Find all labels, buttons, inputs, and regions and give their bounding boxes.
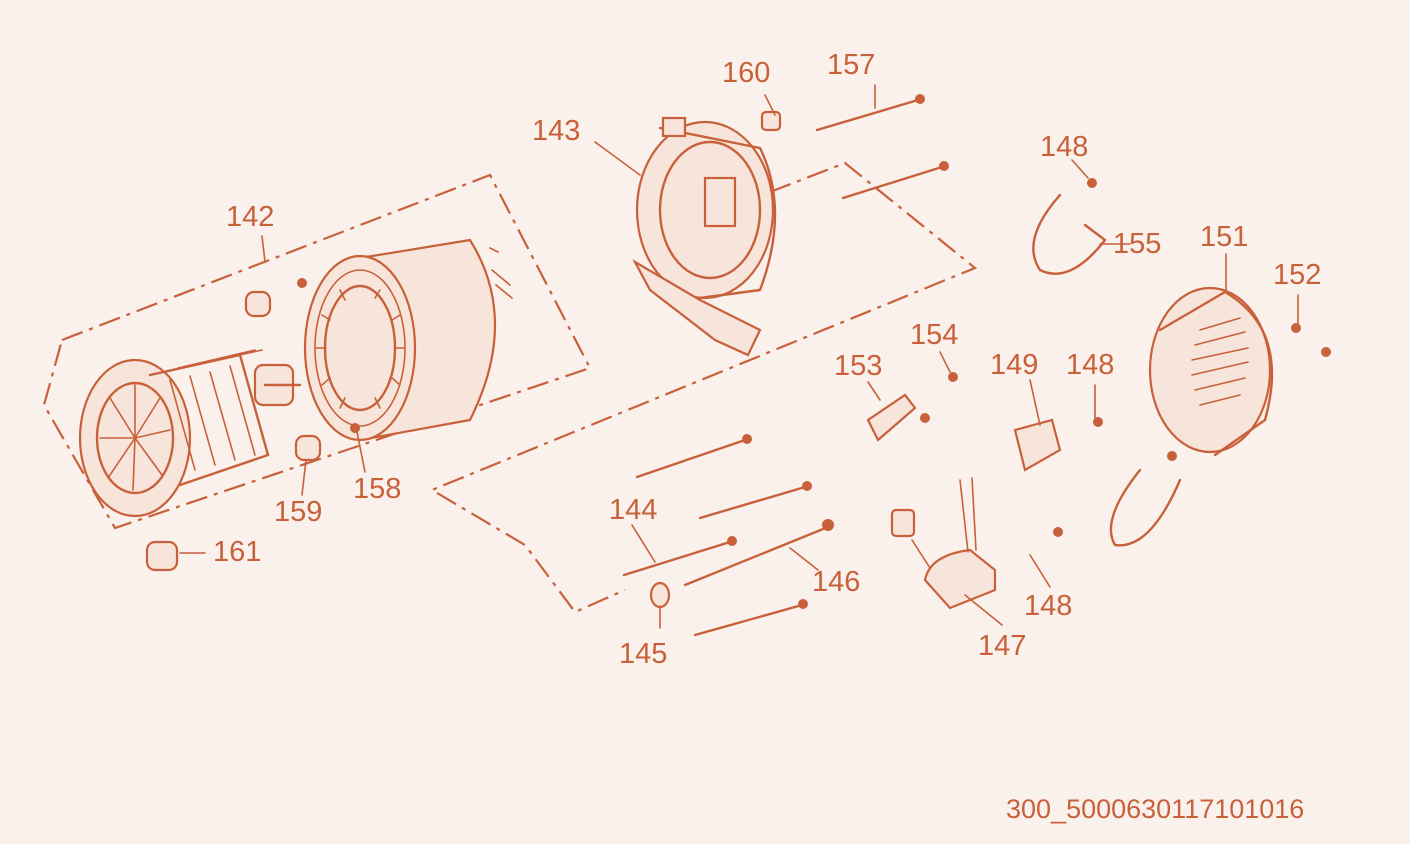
part-label-160: 160 xyxy=(722,57,771,89)
part-label-147: 147 xyxy=(978,630,1027,662)
part-label-153: 153 xyxy=(834,350,883,382)
part-label-148-middle: 148 xyxy=(1066,349,1115,381)
part-label-148-top: 148 xyxy=(1040,131,1089,163)
small-parts-left xyxy=(145,278,360,572)
part-label-145: 145 xyxy=(619,638,668,670)
part-label-142: 142 xyxy=(226,201,275,233)
part-label-149: 149 xyxy=(990,349,1039,381)
assembly-outline-right xyxy=(429,161,978,614)
part-label-154: 154 xyxy=(910,319,959,351)
rotor-assembly xyxy=(78,349,302,518)
end-bracket xyxy=(632,116,777,357)
part-label-148-bottom: 148 xyxy=(1024,590,1073,622)
part-label-161: 161 xyxy=(213,536,262,568)
drawing-code: 300_5000630117101016 xyxy=(1006,794,1305,824)
part-label-155: 155 xyxy=(1113,228,1162,260)
right-side-parts xyxy=(866,178,1331,610)
leader-lines xyxy=(179,84,1299,629)
stator-assembly xyxy=(303,238,513,442)
part-label-157: 157 xyxy=(827,49,876,81)
part-label-146: 146 xyxy=(812,566,861,598)
part-label-159: 159 xyxy=(274,496,323,528)
bolts xyxy=(622,94,949,637)
part-label-158: 158 xyxy=(353,473,402,505)
part-label-151: 151 xyxy=(1200,221,1249,253)
part-label-152: 152 xyxy=(1273,259,1322,291)
part-label-143: 143 xyxy=(532,115,581,147)
assembly-outline-left xyxy=(42,173,592,530)
part-label-144: 144 xyxy=(609,494,658,526)
